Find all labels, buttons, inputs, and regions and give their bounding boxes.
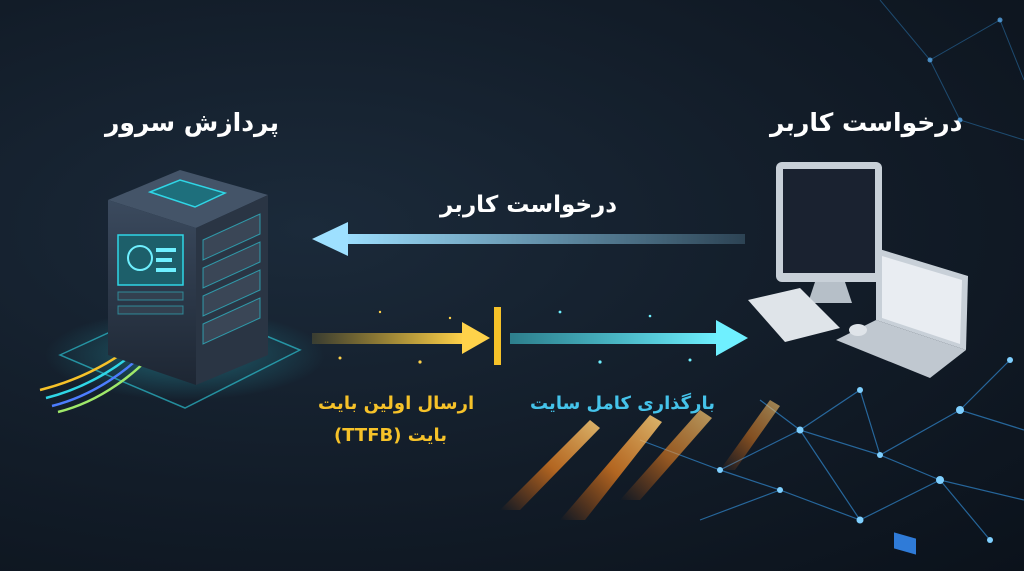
request-arrow <box>312 222 745 256</box>
server-rack-icon <box>108 170 268 385</box>
desktop-computer-icon <box>776 162 882 303</box>
laptop-icon <box>836 248 968 555</box>
network-nodes <box>717 357 1013 543</box>
load-arrow <box>510 320 748 356</box>
ttfb-label-line2: بایت (TTFB) <box>334 425 448 446</box>
keyboard-icon <box>748 288 840 342</box>
ttfb-label-line1: ارسال اولین بایت <box>318 393 475 414</box>
mouse-icon <box>849 324 867 336</box>
ttfb-arrow <box>312 307 501 365</box>
ttfb-marker-line <box>494 307 501 365</box>
laptop-screen-block <box>894 532 916 555</box>
server-title: پردازش سرور <box>105 108 279 137</box>
full-load-label: بارگذاری کامل سایت <box>530 393 716 414</box>
network-nodes-top <box>927 17 1003 123</box>
fire-trails <box>500 400 780 520</box>
network-mesh-bottom-right <box>639 359 1024 541</box>
sparkle-particles <box>338 310 692 364</box>
request-arrow-label: درخواست کاربر <box>440 192 618 218</box>
client-title: درخواست کاربر <box>770 108 963 137</box>
